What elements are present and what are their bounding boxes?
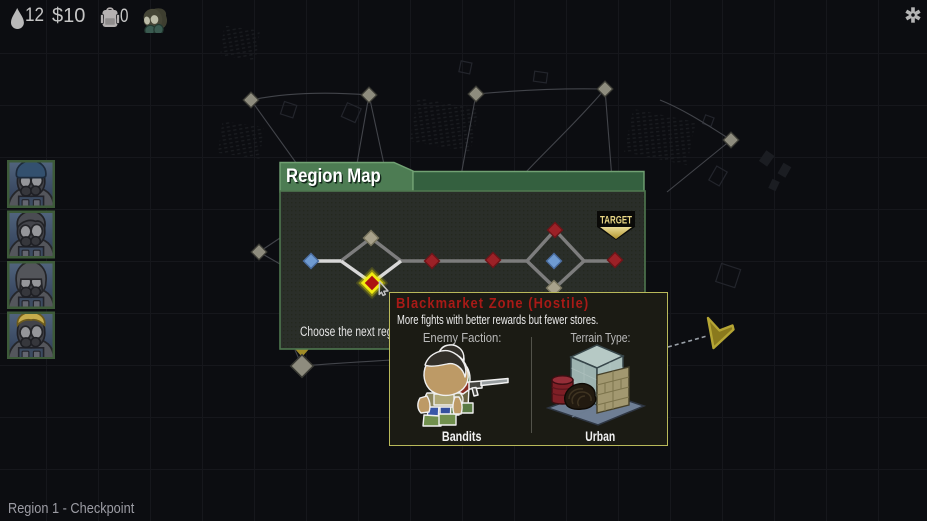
svg-text:TARGET: TARGET (600, 215, 632, 227)
